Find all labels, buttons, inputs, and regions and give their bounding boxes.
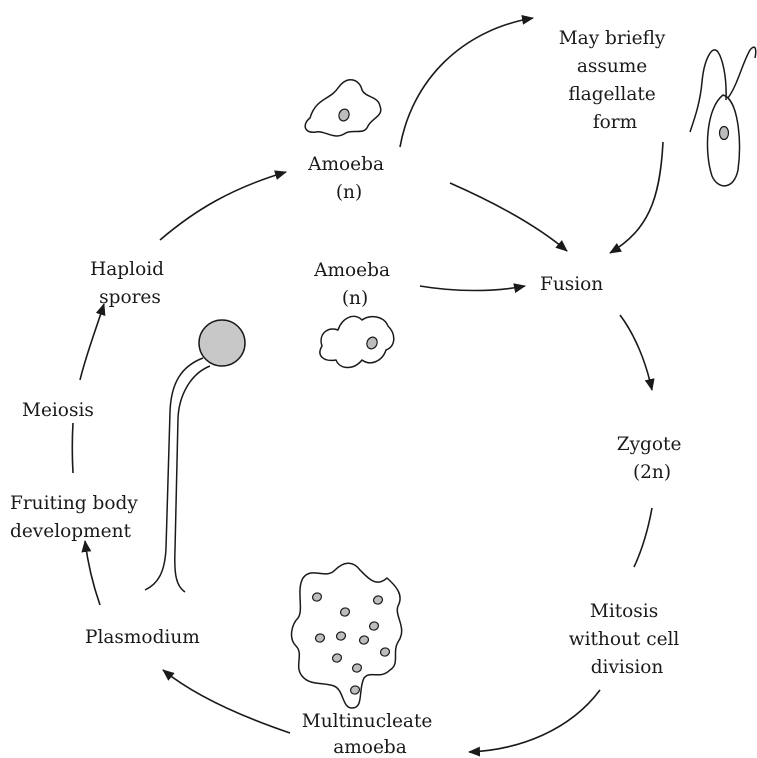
sporangium (198, 319, 246, 367)
multinucleate-amoeba-icon (290, 562, 403, 709)
arrow-meiosis-to-spores (79, 303, 106, 381)
label-mitosis: Mitosis without cell division (569, 601, 686, 678)
arrow-fusion-to-zygote (619, 314, 655, 391)
label-fusion: Fusion (540, 274, 603, 295)
label-amoeba-top: Amoeba (n) (307, 154, 390, 203)
label-haploid-spores: Haploid spores (90, 259, 170, 308)
arrow-flagellate-to-fusion (609, 141, 664, 254)
arrow-amoeba-mid-to-fusion (419, 283, 526, 294)
label-amoeba-mid: Amoeba (n) (313, 260, 396, 309)
label-multinucleate: Multinucleate amoeba (302, 711, 438, 758)
fruiting-body-icon (144, 319, 246, 593)
arrow-fruiting-to-meiosis (71, 422, 74, 474)
arrow-spores-to-amoeba (159, 170, 287, 241)
cycle-arrows (71, 14, 664, 757)
label-plasmodium: Plasmodium (85, 627, 200, 648)
arrow-zygote-to-mitosis (633, 507, 653, 568)
label-zygote: Zygote (2n) (617, 434, 688, 483)
stage-labels: Amoeba (n) May briefly assume flagellate… (10, 28, 688, 758)
arrow-amoeba-top-to-fusion (449, 182, 568, 252)
label-meiosis: Meiosis (22, 400, 94, 421)
arrow-multinucleate-to-plasmodium (162, 669, 291, 734)
label-flagellate: May briefly assume flagellate form (559, 28, 672, 133)
flagellate-cell-icon (689, 46, 757, 187)
arrow-mitosis-to-multinucleate (468, 689, 601, 757)
label-fruiting-body: Fruiting body development (10, 493, 144, 542)
amoeba-mid-icon (319, 315, 395, 369)
arrow-plasmodium-to-fruiting (81, 540, 101, 606)
arrow-amoeba-to-flagellate (399, 14, 534, 148)
amoeba-top-icon (304, 79, 382, 137)
